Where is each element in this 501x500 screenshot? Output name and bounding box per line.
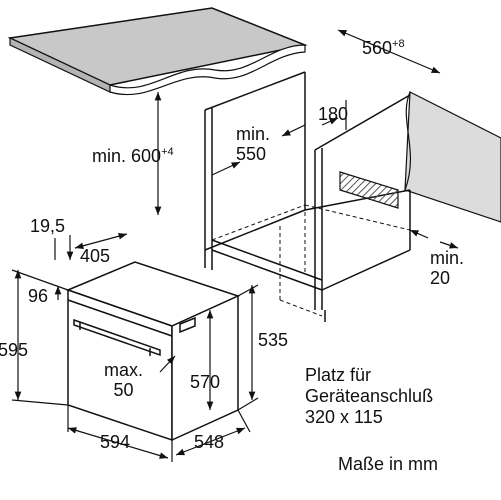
connection-note: Platz für Geräteanschluß 320 x 115 xyxy=(305,365,434,427)
dim-oven-height: 595 xyxy=(0,340,29,360)
dim-front-offset: 19,5 xyxy=(30,216,66,236)
dim-door-height: 535 xyxy=(258,330,289,350)
dim-oven-depth: 548 xyxy=(194,432,225,452)
counter-top xyxy=(7,7,308,86)
dim-top-offset: 96 xyxy=(28,286,49,306)
dim-niche-width: 560+8 xyxy=(362,38,405,58)
counter-top-cutline xyxy=(109,44,306,96)
dim-body-height: 570 xyxy=(190,372,221,392)
right-wall xyxy=(404,91,501,223)
niche-hidden-lines xyxy=(211,204,411,317)
dim-panel-depth: 405 xyxy=(80,246,111,266)
dim-cutout-offset: 180 xyxy=(318,104,349,124)
dim-niche-depth: min. 550 xyxy=(236,124,271,164)
dim-oven-width: 594 xyxy=(100,432,131,452)
connection-cutout xyxy=(339,171,399,209)
dim-niche-height: min. 600+4 xyxy=(92,146,174,166)
oven xyxy=(65,261,241,442)
dim-handle-clearance: max. 50 xyxy=(104,360,144,400)
dim-gap: min. 20 xyxy=(430,248,465,288)
dimension-lines xyxy=(11,29,459,462)
units-note: Maße in mm xyxy=(338,454,439,474)
right-wall-break xyxy=(404,91,412,191)
